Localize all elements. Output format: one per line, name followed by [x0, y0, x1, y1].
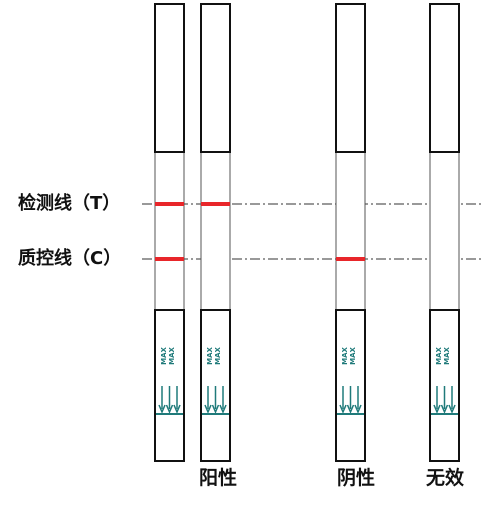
- test-band: [155, 202, 184, 206]
- strip-sample-pad: [200, 309, 231, 462]
- test-band: [201, 202, 230, 206]
- arrow-head: [339, 404, 347, 414]
- arrow-head: [211, 404, 220, 414]
- strip-body: [154, 3, 185, 462]
- max-mark: MAX: [341, 347, 349, 365]
- strip-top-pad: [335, 3, 366, 153]
- arrow-head: [204, 404, 212, 414]
- result-positive-label: 阳性: [198, 467, 237, 489]
- strip-sample-pad: [429, 309, 460, 462]
- test-line-label: 检测线（T）: [18, 193, 121, 214]
- arrow-head: [346, 404, 355, 414]
- max-mark: MAX: [168, 347, 176, 365]
- max-mark: MAX: [214, 347, 222, 365]
- max-mark: MAX: [349, 347, 357, 365]
- strip-body: [429, 3, 460, 462]
- strip-sample-pad: [335, 309, 366, 462]
- strip-top-pad: [429, 3, 460, 153]
- max-mark: MAX: [435, 347, 443, 365]
- arrow-head: [354, 404, 362, 414]
- arrow-head: [158, 404, 166, 414]
- arrow-head: [165, 404, 174, 414]
- control-band: [336, 257, 365, 261]
- strip-top-pad: [154, 3, 185, 153]
- arrow-head: [173, 404, 181, 414]
- control-band: [155, 257, 184, 261]
- strip-top-pad: [200, 3, 231, 153]
- arrow-head: [219, 404, 227, 414]
- max-mark: MAX: [206, 347, 214, 365]
- result-invalid-label: 无效: [425, 467, 464, 489]
- strip-sample-pad: [154, 309, 185, 462]
- max-mark: MAX: [443, 347, 451, 365]
- result-negative-label: 阴性: [336, 467, 375, 489]
- control-line-label: 质控线（C）: [18, 248, 122, 269]
- arrow-head: [440, 404, 449, 414]
- max-mark: MAX: [160, 347, 168, 365]
- arrow-head: [433, 404, 441, 414]
- arrow-head: [448, 404, 456, 414]
